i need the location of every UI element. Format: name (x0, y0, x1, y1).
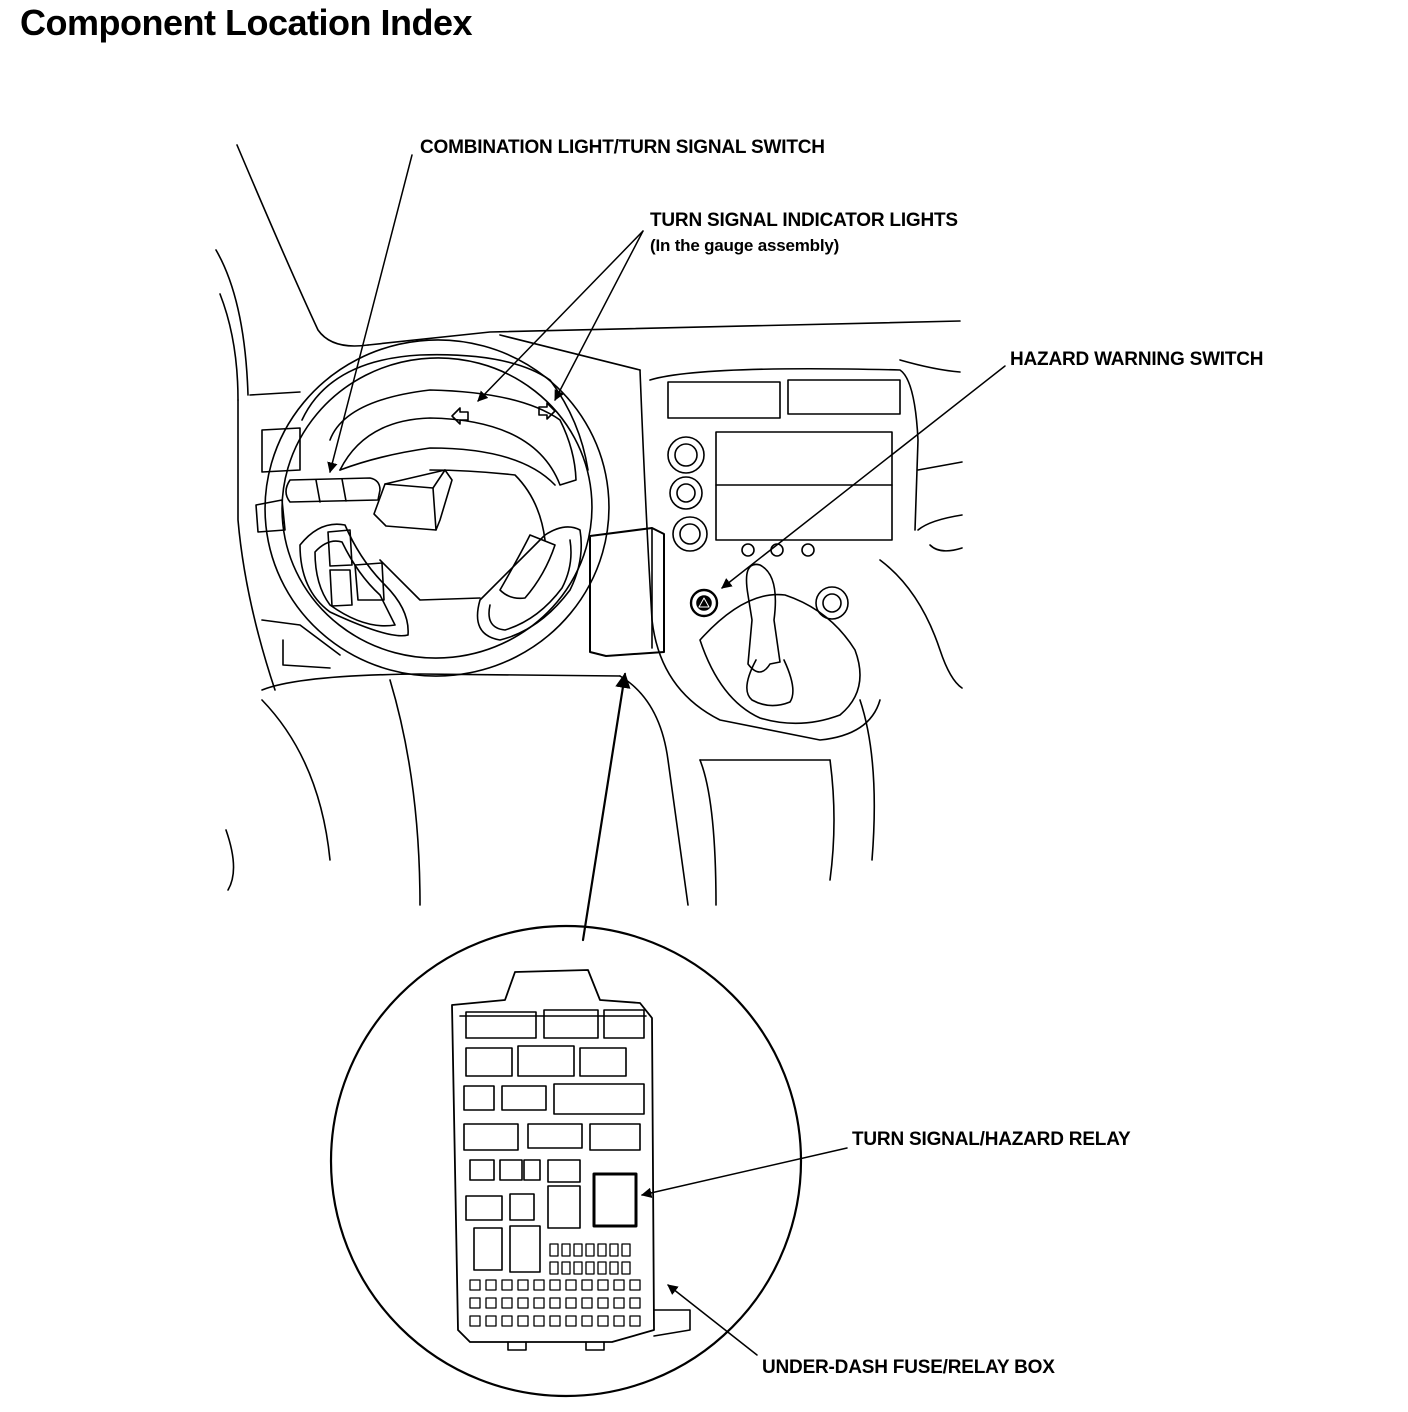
callout-leaders (327, 155, 1005, 1355)
label-hazard-switch: HAZARD WARNING SWITCH (1010, 349, 1264, 370)
page-title: Component Location Index (20, 2, 473, 43)
fuse-box-detail (331, 926, 801, 1396)
label-indicator-lights-note: (In the gauge assembly) (650, 236, 840, 255)
label-combination-switch: COMBINATION LIGHT/TURN SIGNAL SWITCH (420, 137, 825, 158)
fuse-box-in-dash (590, 528, 664, 656)
dashboard-outline (216, 145, 962, 905)
steering-wheel (248, 323, 625, 693)
label-indicator-lights: TURN SIGNAL INDICATOR LIGHTS (650, 210, 958, 231)
fuse-grid (470, 1244, 640, 1326)
combination-switch-stalk (286, 478, 380, 502)
label-relay: TURN SIGNAL/HAZARD RELAY (852, 1129, 1131, 1150)
label-fuse-box: UNDER-DASH FUSE/RELAY BOX (762, 1357, 1055, 1378)
column-switch-block (374, 470, 452, 530)
